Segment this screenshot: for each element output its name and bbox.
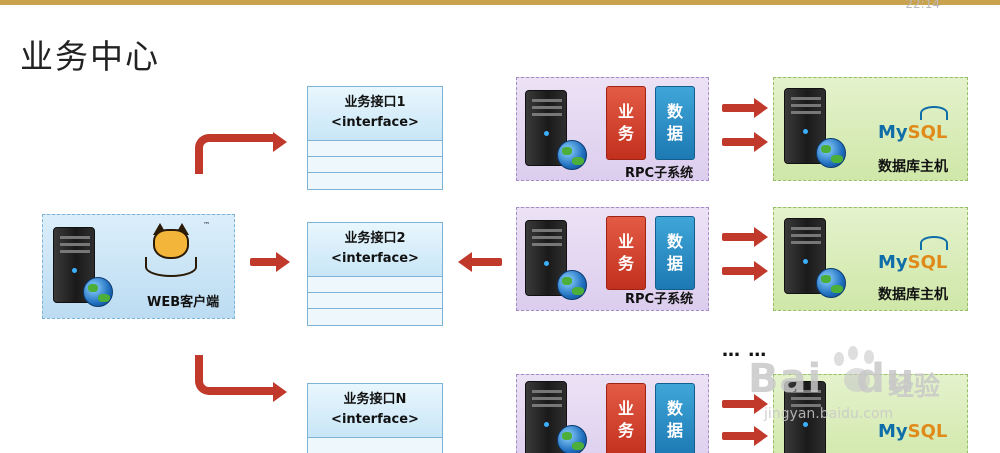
globe-icon bbox=[816, 138, 846, 168]
interface-card-1: 业务接口1 <interface> bbox=[307, 86, 443, 190]
mysql-logo: MySQL bbox=[878, 122, 948, 143]
elbow-arrow-to-interface-n bbox=[195, 355, 275, 395]
business-tile: 业务 bbox=[606, 216, 646, 290]
arrow-web-to-interface-2 bbox=[250, 252, 290, 272]
mysql-logo: MySQL bbox=[878, 252, 948, 273]
arrow-rpc2-to-db2-top bbox=[722, 227, 768, 247]
arrow-head bbox=[273, 132, 287, 152]
database-host-label: 数据库主机 bbox=[878, 159, 948, 175]
business-tile: 业务 bbox=[606, 86, 646, 160]
rpc-subsystem-box-n: 业务 数据 bbox=[516, 374, 709, 453]
interface-title: 业务接口2 bbox=[344, 231, 406, 246]
globe-icon bbox=[816, 268, 846, 298]
ellipsis: … … bbox=[722, 340, 768, 361]
rpc-subsystem-box-1: 业务 数据 RPC子系统 bbox=[516, 77, 709, 181]
globe-icon bbox=[557, 270, 587, 300]
web-client-box: ™ WEB客户端 bbox=[42, 214, 235, 319]
interface-title: 业务接口N bbox=[343, 392, 407, 407]
top-border bbox=[0, 0, 1000, 5]
arrow-head bbox=[273, 382, 287, 402]
database-host-label: 数据库主机 bbox=[878, 287, 948, 303]
paw-icon bbox=[826, 344, 886, 404]
interface-subtitle: <interface> bbox=[331, 251, 419, 266]
mysql-dolphin-icon bbox=[920, 106, 948, 120]
server-icon bbox=[53, 227, 95, 303]
database-host-box-n: MySQL bbox=[773, 374, 968, 453]
interface-card-n: 业务接口N <interface> bbox=[307, 383, 443, 453]
business-tile: 业务 bbox=[606, 383, 646, 453]
globe-icon bbox=[83, 277, 113, 307]
arrow-rpcn-to-dbn-bottom bbox=[722, 426, 768, 446]
rpc-subsystem-label: RPC子系统 bbox=[625, 166, 694, 181]
page-title: 业务中心 bbox=[20, 37, 160, 76]
trademark-mark: ™ bbox=[203, 221, 210, 229]
interface-title: 业务接口1 bbox=[344, 95, 406, 110]
arrow-rpc1-to-db1-top bbox=[722, 98, 768, 118]
mysql-dolphin-icon bbox=[920, 236, 948, 250]
data-tile: 数据 bbox=[655, 383, 695, 453]
database-host-box-2: MySQL 数据库主机 bbox=[773, 207, 968, 311]
globe-icon bbox=[557, 140, 587, 170]
interface-subtitle: <interface> bbox=[331, 115, 419, 130]
elbow-arrow-to-interface-1 bbox=[195, 134, 275, 174]
web-client-label: WEB客户端 bbox=[147, 295, 220, 310]
database-host-box-1: MySQL 数据库主机 bbox=[773, 77, 968, 181]
tomcat-icon: ™ bbox=[139, 221, 219, 283]
watermark-cn: 经验 bbox=[888, 372, 941, 402]
slide-timestamp: 22:14 bbox=[905, 0, 940, 11]
data-tile: 数据 bbox=[655, 86, 695, 160]
interface-card-2: 业务接口2 <interface> bbox=[307, 222, 443, 326]
globe-icon bbox=[557, 425, 587, 453]
arrow-rpc-to-interface-2 bbox=[458, 252, 502, 272]
interface-subtitle: <interface> bbox=[331, 412, 419, 427]
arrow-rpc1-to-db1-bottom bbox=[722, 132, 768, 152]
arrow-rpc2-to-db2-bottom bbox=[722, 261, 768, 281]
rpc-subsystem-box-2: 业务 数据 RPC子系统 bbox=[516, 207, 709, 311]
server-icon bbox=[784, 381, 826, 453]
mysql-logo: MySQL bbox=[878, 421, 948, 442]
watermark-url: jingyan.baidu.com bbox=[764, 406, 894, 422]
rpc-subsystem-label: RPC子系统 bbox=[625, 292, 694, 307]
data-tile: 数据 bbox=[655, 216, 695, 290]
arrow-rpcn-to-dbn-top bbox=[722, 394, 768, 414]
